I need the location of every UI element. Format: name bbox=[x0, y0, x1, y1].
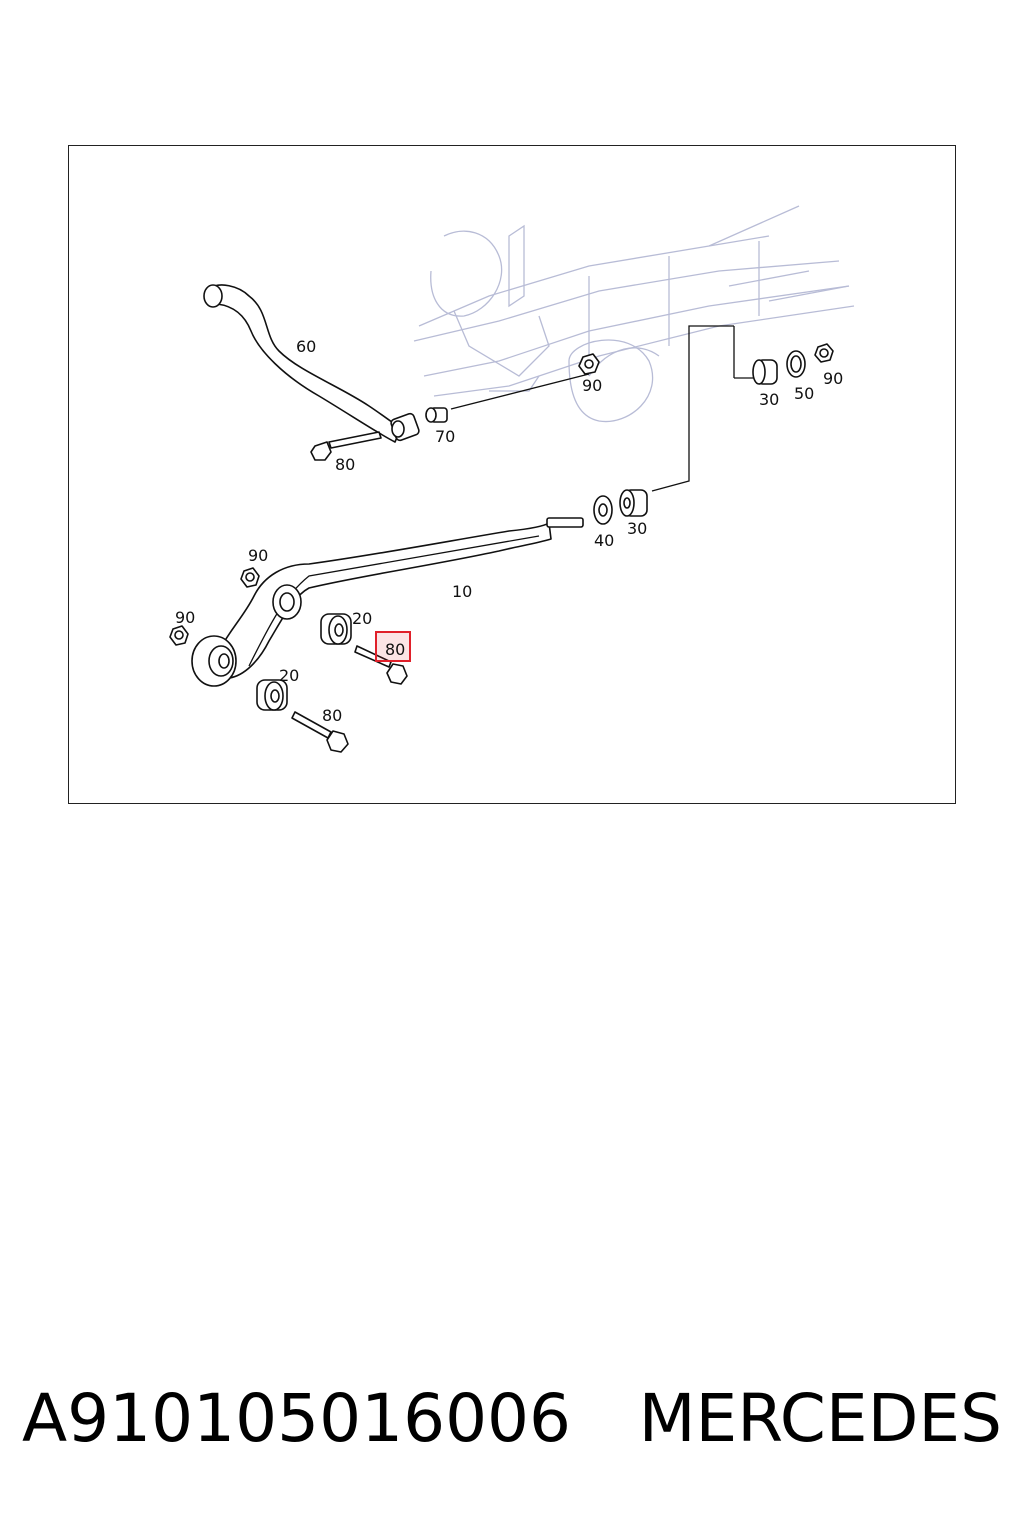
callout-30-right: 30 bbox=[759, 390, 779, 409]
parts-diagram-frame: 60 70 80 90 30 50 90 40 30 10 90 90 20 8… bbox=[68, 145, 956, 804]
caption-bar: A910105016006 MERCEDES bbox=[0, 1372, 1024, 1472]
part-90-nut-upper bbox=[578, 353, 600, 375]
callout-10: 10 bbox=[452, 582, 472, 601]
callout-90-upper-left: 90 bbox=[248, 546, 268, 565]
part-20-bushings bbox=[256, 613, 352, 711]
leader-lines bbox=[450, 325, 755, 492]
brand-name: MERCEDES bbox=[638, 1380, 1002, 1457]
part-70-bushing bbox=[425, 407, 448, 423]
callout-60: 60 bbox=[296, 337, 316, 356]
callout-80-highlighted: 80 bbox=[385, 640, 405, 659]
part-60-rod bbox=[203, 284, 420, 443]
chassis-frame-outline bbox=[413, 205, 855, 423]
part-number: A910105016006 bbox=[22, 1380, 572, 1457]
callout-40: 40 bbox=[594, 531, 614, 550]
callout-90-lower-left: 90 bbox=[175, 608, 195, 627]
part-90-nuts-left bbox=[169, 567, 260, 646]
callout-90-chassis: 90 bbox=[582, 376, 602, 395]
callout-20-lower: 20 bbox=[279, 666, 299, 685]
callout-50: 50 bbox=[794, 384, 814, 403]
callout-80-lower: 80 bbox=[322, 706, 342, 725]
callout-labels: 60 70 80 90 30 50 90 40 30 10 90 90 20 8… bbox=[175, 337, 843, 725]
callout-80-upper: 80 bbox=[335, 455, 355, 474]
callout-70: 70 bbox=[435, 427, 455, 446]
part-80-bolt-upper bbox=[310, 431, 382, 461]
highlight-box bbox=[375, 631, 411, 662]
callout-20-upper: 20 bbox=[352, 609, 372, 628]
callout-90-right: 90 bbox=[823, 369, 843, 388]
callout-30-arm: 30 bbox=[627, 519, 647, 538]
part-10-arm bbox=[191, 517, 584, 687]
right-mount-cluster bbox=[752, 343, 834, 385]
arm-end-mounts bbox=[593, 489, 648, 525]
exploded-parts-diagram: 60 70 80 90 30 50 90 40 30 10 90 90 20 8… bbox=[169, 205, 855, 753]
